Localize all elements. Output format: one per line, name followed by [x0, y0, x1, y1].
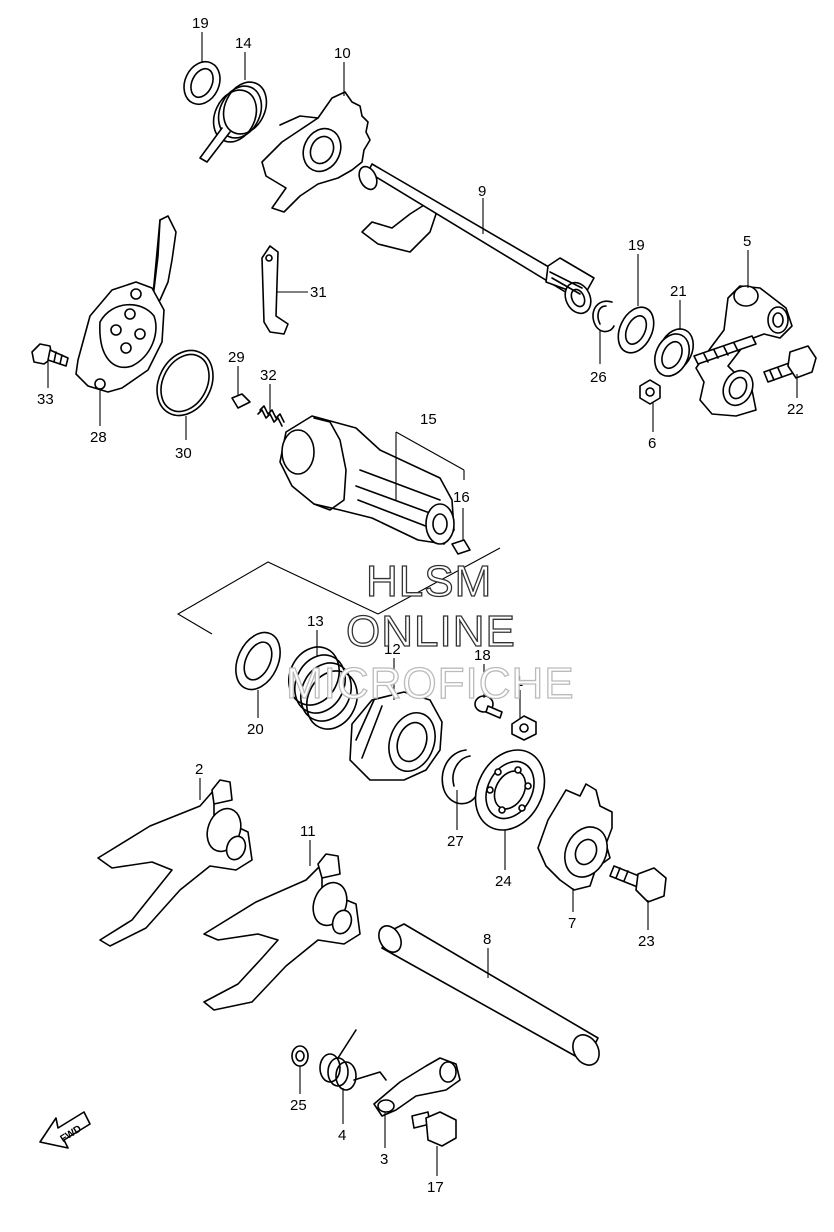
callout-17: 17 [427, 1179, 444, 1196]
callout-5: 5 [743, 233, 751, 250]
watermark-line-2: ONLINE [346, 607, 516, 656]
part-25-washer[interactable] [291, 1045, 309, 1067]
callout-16: 16 [453, 489, 470, 506]
callout-24: 24 [495, 873, 512, 890]
part-9-gearshift-shaft[interactable] [356, 163, 596, 318]
callout-26: 26 [590, 369, 607, 386]
fwd-arrow-icon: FWD [39, 1111, 91, 1149]
callout-19-top: 19 [192, 15, 209, 32]
part-13-cam-spring[interactable] [280, 639, 367, 738]
callout-33: 33 [37, 391, 54, 408]
part-19-washer-right[interactable] [611, 301, 660, 358]
callout-27: 27 [447, 833, 464, 850]
part-11-shift-fork[interactable] [203, 853, 361, 1011]
part-21-oil-seal[interactable] [648, 323, 700, 381]
part-1-stopper[interactable] [511, 715, 537, 741]
callout-21: 21 [670, 283, 687, 300]
callout-22: 22 [787, 401, 804, 418]
part-14-return-spring[interactable] [199, 75, 275, 163]
callout-4: 4 [338, 1127, 346, 1144]
part-5-shift-lever[interactable] [693, 285, 793, 417]
part-20-washer[interactable] [227, 625, 289, 696]
part-24-bearing[interactable] [462, 738, 558, 842]
callout-14: 14 [235, 35, 252, 52]
callout-28: 28 [90, 429, 107, 446]
part-32-spring[interactable] [257, 405, 285, 427]
callout-15: 15 [420, 411, 437, 428]
part-3-stopper-lever[interactable] [373, 1057, 461, 1117]
part-22-bolt[interactable] [763, 345, 817, 383]
part-30-o-ring[interactable] [146, 341, 224, 425]
callout-20: 20 [247, 721, 264, 738]
part-6-nut[interactable] [639, 379, 661, 405]
part-7-shift-gear[interactable] [537, 783, 615, 891]
callout-11: 11 [300, 823, 316, 840]
part-15-gearshift-cam[interactable] [279, 415, 455, 545]
part-16-pin[interactable] [451, 539, 471, 555]
callout-19-right: 19 [628, 237, 645, 254]
callout-labels: 19 14 10 9 31 5 19 21 26 6 22 33 28 29 3… [37, 15, 804, 1196]
part-19-washer-top[interactable] [177, 56, 226, 110]
callout-29: 29 [228, 349, 245, 366]
watermark: HLSM ONLINE MICROFICHE [285, 556, 575, 708]
watermark-line-1: HLSM [366, 557, 492, 606]
part-28-gearshift-cover[interactable] [75, 215, 177, 393]
callout-9: 9 [478, 183, 486, 200]
callout-32: 32 [260, 367, 277, 384]
part-23-bolt[interactable] [609, 865, 667, 903]
callout-7: 7 [568, 915, 576, 932]
part-10-shift-arm-plate[interactable] [261, 91, 371, 213]
callout-2: 2 [195, 761, 203, 778]
callout-10: 10 [334, 45, 351, 62]
callout-18: 18 [474, 647, 491, 664]
callout-12: 12 [384, 641, 401, 658]
callout-23: 23 [638, 933, 655, 950]
part-29-dowel-pin[interactable] [231, 393, 251, 409]
part-18-screw[interactable] [474, 695, 503, 719]
callout-1: 1 [515, 673, 523, 690]
callout-25: 25 [290, 1097, 307, 1114]
part-8-fork-shaft[interactable] [374, 922, 604, 1070]
watermark-line-3: MICROFICHE [286, 659, 575, 708]
callout-6: 6 [648, 435, 656, 452]
part-4-stopper-spring[interactable] [319, 1029, 387, 1091]
callout-13: 13 [307, 613, 324, 630]
callout-30: 30 [175, 445, 192, 462]
callout-8: 8 [483, 931, 491, 948]
part-26-circlip[interactable] [592, 300, 615, 333]
callout-31: 31 [310, 284, 327, 301]
part-31-stopper-plate[interactable] [261, 245, 289, 335]
part-17-bolt[interactable] [411, 1111, 457, 1147]
part-2-shift-fork[interactable] [97, 779, 253, 947]
callout-3: 3 [380, 1151, 388, 1168]
part-12-cam-driven-gear[interactable] [349, 691, 443, 781]
part-33-bolt[interactable] [31, 343, 69, 367]
leader-lines [47, 32, 798, 1176]
part-27-circlip[interactable] [441, 749, 477, 805]
